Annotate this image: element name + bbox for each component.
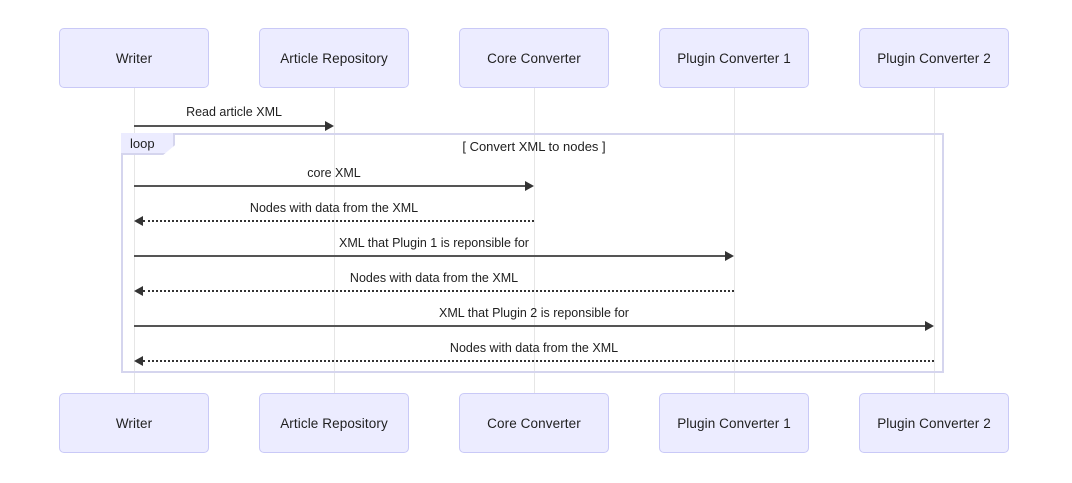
arrowhead-icon-plugin-1-xml (725, 251, 734, 261)
message-label-nodes-from-core: Nodes with data from the XML (249, 201, 419, 215)
participant-box-article-repository-bottom[interactable]: Article Repository (259, 393, 409, 453)
participant-box-core-converter-top[interactable]: Core Converter (459, 28, 609, 88)
message-line-nodes-from-core (143, 220, 534, 222)
message-label-nodes-from-plugin-2: Nodes with data from the XML (449, 341, 619, 355)
participant-label: Core Converter (487, 415, 581, 431)
message-label-nodes-from-plugin-1: Nodes with data from the XML (349, 271, 519, 285)
participant-box-plugin-converter-2-top[interactable]: Plugin Converter 2 (859, 28, 1009, 88)
participant-label: Plugin Converter 1 (677, 50, 791, 66)
message-label-core-xml: core XML (307, 166, 361, 180)
participant-label: Plugin Converter 2 (877, 50, 991, 66)
arrowhead-icon-plugin-2-xml (925, 321, 934, 331)
participant-label: Core Converter (487, 50, 581, 66)
lifeline-writer (134, 88, 135, 393)
participant-label: Writer (115, 415, 153, 431)
participant-label: Article Repository (280, 415, 388, 431)
loop-fragment-title: [ Convert XML to nodes ] (462, 139, 606, 154)
message-line-read-article-xml (134, 125, 325, 127)
arrowhead-icon-nodes-from-plugin-2 (134, 356, 143, 366)
participant-box-writer-top[interactable]: Writer (59, 28, 209, 88)
loop-fragment-frame (121, 133, 944, 373)
participant-label: Plugin Converter 1 (677, 415, 791, 431)
participant-box-plugin-converter-1-top[interactable]: Plugin Converter 1 (659, 28, 809, 88)
message-line-plugin-2-xml (134, 325, 925, 327)
participant-box-article-repository-top[interactable]: Article Repository (259, 28, 409, 88)
arrowhead-icon-nodes-from-core (134, 216, 143, 226)
loop-fragment-tag: loop (121, 133, 175, 155)
lifeline-article-repository (334, 88, 335, 393)
lifeline-plugin-converter-2 (934, 88, 935, 393)
loop-fragment-tag-label: loop (130, 135, 155, 151)
participant-label: Writer (115, 50, 153, 66)
participant-label: Article Repository (280, 50, 388, 66)
message-line-plugin-1-xml (134, 255, 725, 257)
message-label-plugin-2-xml: XML that Plugin 2 is reponsible for (439, 306, 629, 320)
message-line-nodes-from-plugin-2 (143, 360, 934, 362)
participant-box-plugin-converter-1-bottom[interactable]: Plugin Converter 1 (659, 393, 809, 453)
lifeline-core-converter (534, 88, 535, 393)
arrowhead-icon-read-article-xml (325, 121, 334, 131)
participant-box-writer-bottom[interactable]: Writer (59, 393, 209, 453)
participant-box-core-converter-bottom[interactable]: Core Converter (459, 393, 609, 453)
message-label-read-article-xml: Read article XML (186, 105, 282, 119)
arrowhead-icon-core-xml (525, 181, 534, 191)
participant-label: Plugin Converter 2 (877, 415, 991, 431)
message-label-plugin-1-xml: XML that Plugin 1 is reponsible for (339, 236, 529, 250)
lifeline-plugin-converter-1 (734, 88, 735, 393)
participant-box-plugin-converter-2-bottom[interactable]: Plugin Converter 2 (859, 393, 1009, 453)
message-line-core-xml (134, 185, 525, 187)
arrowhead-icon-nodes-from-plugin-1 (134, 286, 143, 296)
message-line-nodes-from-plugin-1 (143, 290, 734, 292)
